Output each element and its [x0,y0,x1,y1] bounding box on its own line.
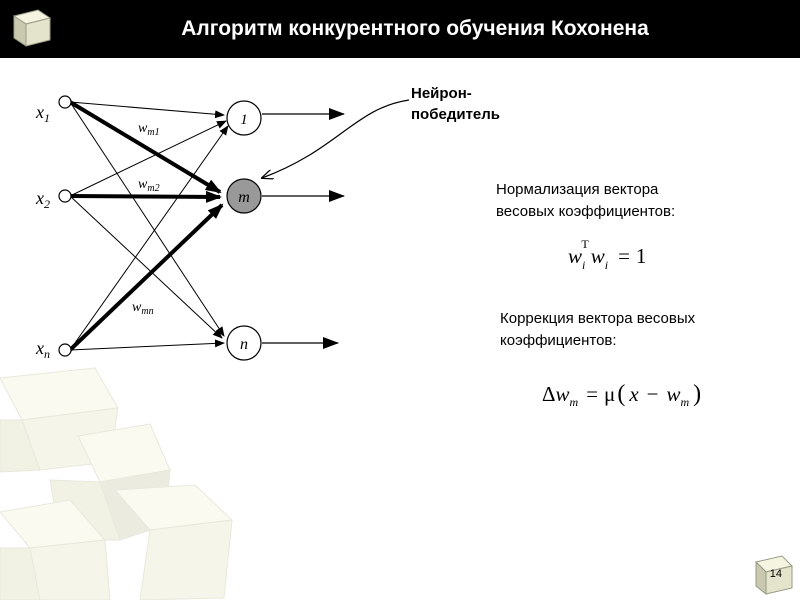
connection-xn-nn [69,339,225,351]
weight-label-wm2: wm2 [138,177,160,194]
connection-x2-n1 [69,120,227,197]
correction-formula: Δwm=μ(x−wm) [542,381,701,409]
correction-caption-line1: Коррекция вектора весовых [500,310,696,327]
connection-x1-n1 [69,101,225,119]
connection-xn-n1 [69,125,229,351]
corner-cube-icon [755,555,793,596]
input-label-xn: xn [35,338,50,361]
input-node-x2 [58,189,72,203]
input-node-x1 [58,95,72,109]
connections-thin [69,101,229,351]
cube-logo-icon [12,9,52,47]
output-arrows [262,108,345,349]
winner-callout-line2: победитель [411,106,500,123]
slide-title: Алгоритм конкурентного обучения Кохонена [181,17,649,40]
neuron-n [226,325,262,361]
connections-winner [68,100,224,352]
input-label-x1: x1 [35,102,50,125]
normalization-formula: wiTwi=1 [568,237,646,272]
normalization-caption-line1: Нормализация вектора [496,181,659,198]
connection-x2-winner [69,190,222,203]
neuron-winner-label: m [238,189,250,206]
correction-caption-line2: коэффициентов: [500,332,617,349]
winner-callout-line1: Нейрон- [411,85,472,102]
connection-x1-winner [68,100,222,194]
input-node-xn [58,343,72,357]
normalization-caption-line2: весовых коэффициентов: [496,203,675,220]
neuron-1 [226,100,262,136]
winner-callout-arrow [262,99,410,178]
neuron-1-label: 1 [240,112,248,128]
weight-label-wmn: wmn [132,300,154,317]
title-bar [0,0,800,58]
neuron-n-label: n [240,336,248,353]
connection-x1-nn [69,101,225,337]
connection-xn-winner [68,203,224,352]
neuron-winner [226,178,262,214]
slide-number: 14 [769,568,782,580]
connection-x2-nn [69,195,223,339]
input-label-x2: x2 [35,188,50,211]
weight-label-wm1: wm1 [138,121,160,138]
